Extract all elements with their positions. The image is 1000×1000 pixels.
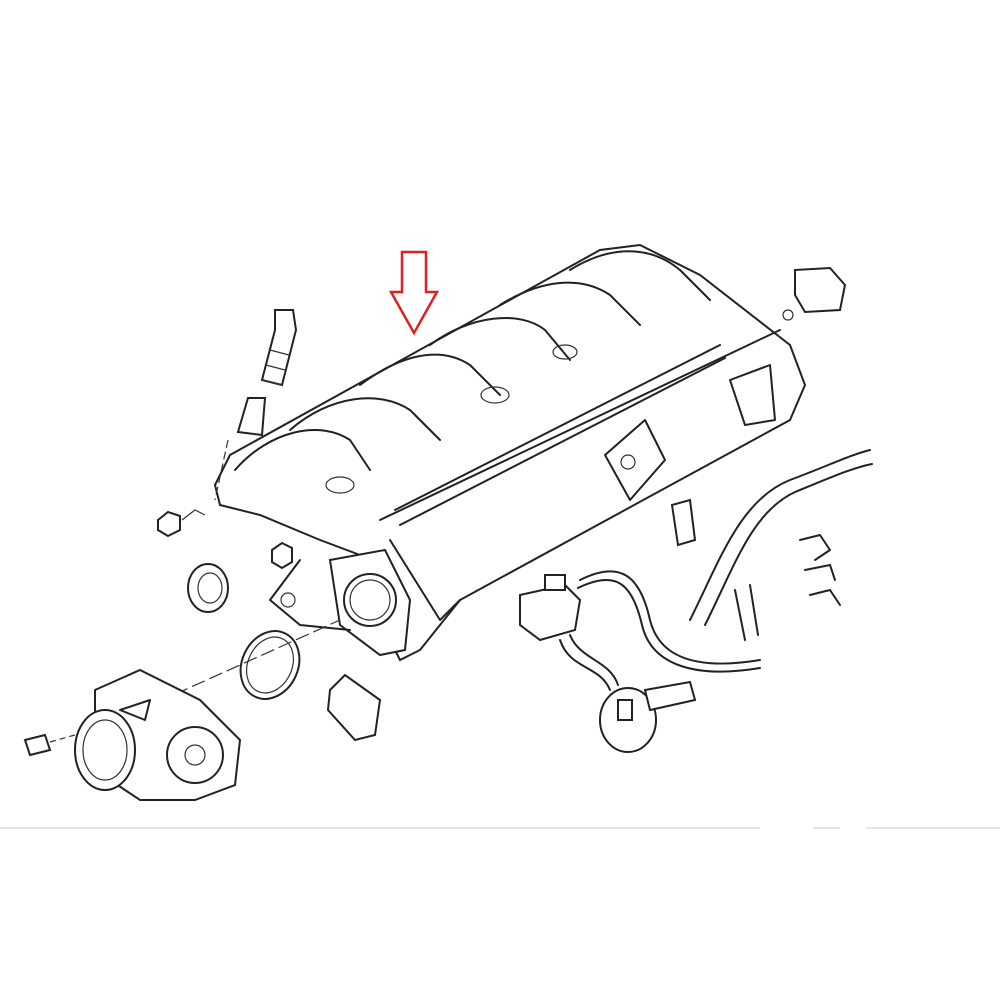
intake-manifold	[213, 243, 807, 662]
highlight-arrow-icon	[388, 250, 440, 336]
throttle-body	[74, 668, 242, 801]
connector	[782, 266, 847, 321]
gasket	[326, 673, 382, 742]
nut	[271, 541, 293, 570]
vacuum-hose	[559, 449, 873, 691]
sensor-bracket	[670, 498, 697, 547]
sealing-ring	[187, 563, 229, 613]
o-ring	[239, 630, 301, 700]
nut	[157, 510, 181, 538]
solenoid-valve	[519, 574, 582, 642]
sleeve	[236, 397, 267, 437]
screw	[23, 733, 76, 757]
sensor	[599, 680, 697, 753]
bolt	[260, 309, 298, 387]
clips	[799, 534, 841, 606]
